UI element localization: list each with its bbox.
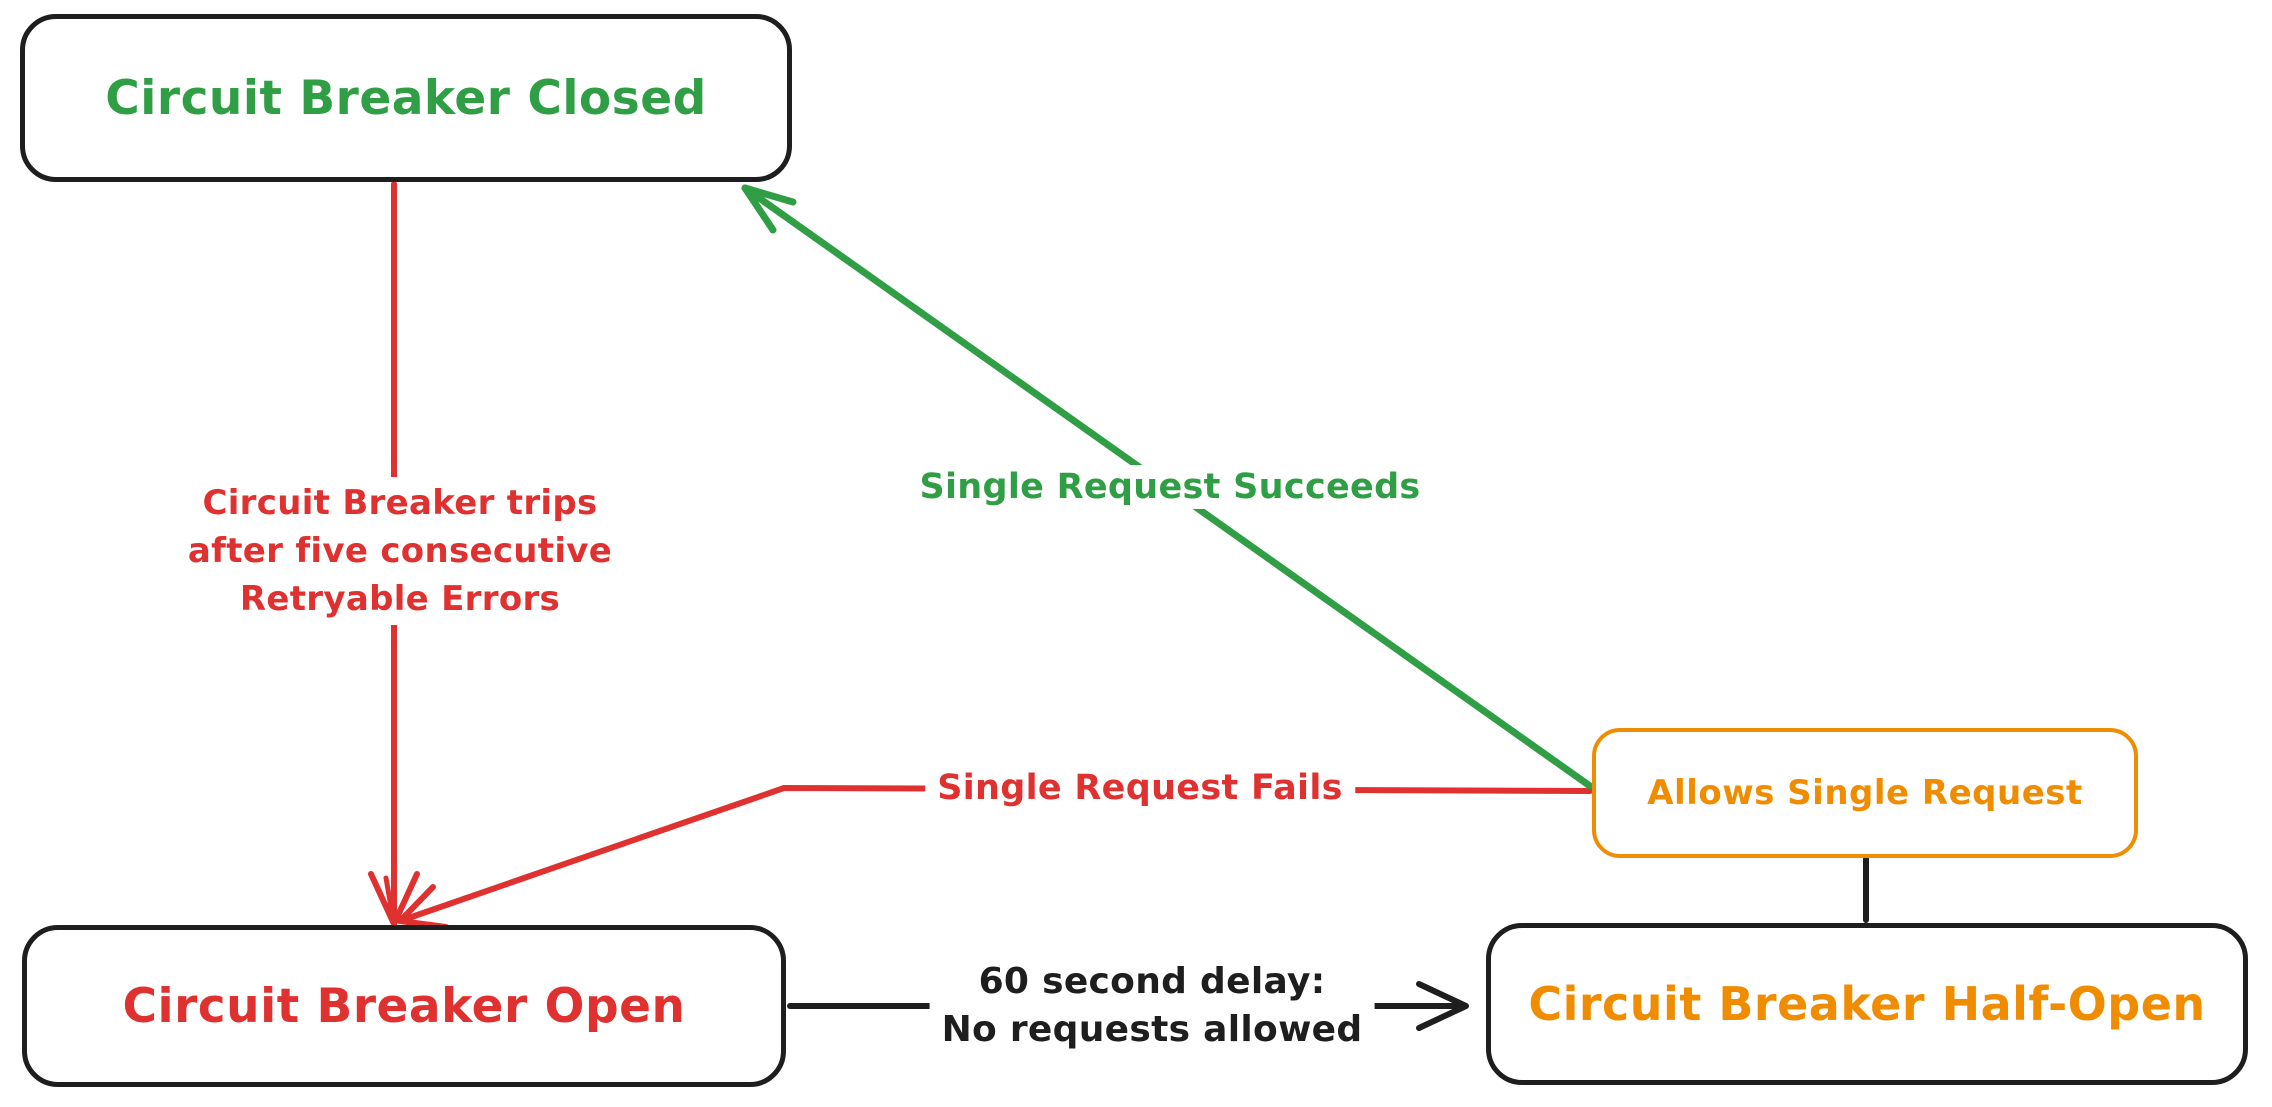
node-circuit-breaker-open[interactable]: Circuit Breaker Open — [22, 925, 786, 1087]
node-label-closed: Circuit Breaker Closed — [105, 70, 707, 126]
edge-delay-arrowhead-icon — [1416, 981, 1469, 1031]
edge-label-delay: 60 second delay: No requests allowed — [929, 956, 1375, 1056]
node-label-allows: Allows Single Request — [1647, 773, 2083, 813]
node-label-open: Circuit Breaker Open — [122, 978, 686, 1034]
edge-succeeds-arrowhead-icon — [741, 184, 797, 234]
edge-label-trip-line-3: Retryable Errors — [239, 579, 561, 619]
edge-label-trip: Circuit Breaker trips after five consecu… — [175, 477, 625, 625]
node-label-half-open: Circuit Breaker Half-Open — [1528, 977, 2206, 1031]
edge-label-succeeds: Single Request Succeeds — [907, 465, 1433, 509]
node-allows-single-request[interactable]: Allows Single Request — [1592, 728, 2138, 858]
edge-trip-arrowhead-stroke — [383, 875, 397, 927]
node-circuit-breaker-closed[interactable]: Circuit Breaker Closed — [20, 14, 792, 182]
edge-label-trip-line-2: after five consecutive — [187, 531, 613, 571]
edge-label-fails: Single Request Fails — [925, 766, 1355, 810]
edge-label-delay-line-1: 60 second delay: — [978, 961, 1326, 1002]
node-circuit-breaker-half-open[interactable]: Circuit Breaker Half-Open — [1486, 923, 2248, 1085]
edge-label-delay-line-2: No requests allowed — [941, 1009, 1363, 1050]
edge-label-trip-line-1: Circuit Breaker trips — [202, 483, 598, 523]
